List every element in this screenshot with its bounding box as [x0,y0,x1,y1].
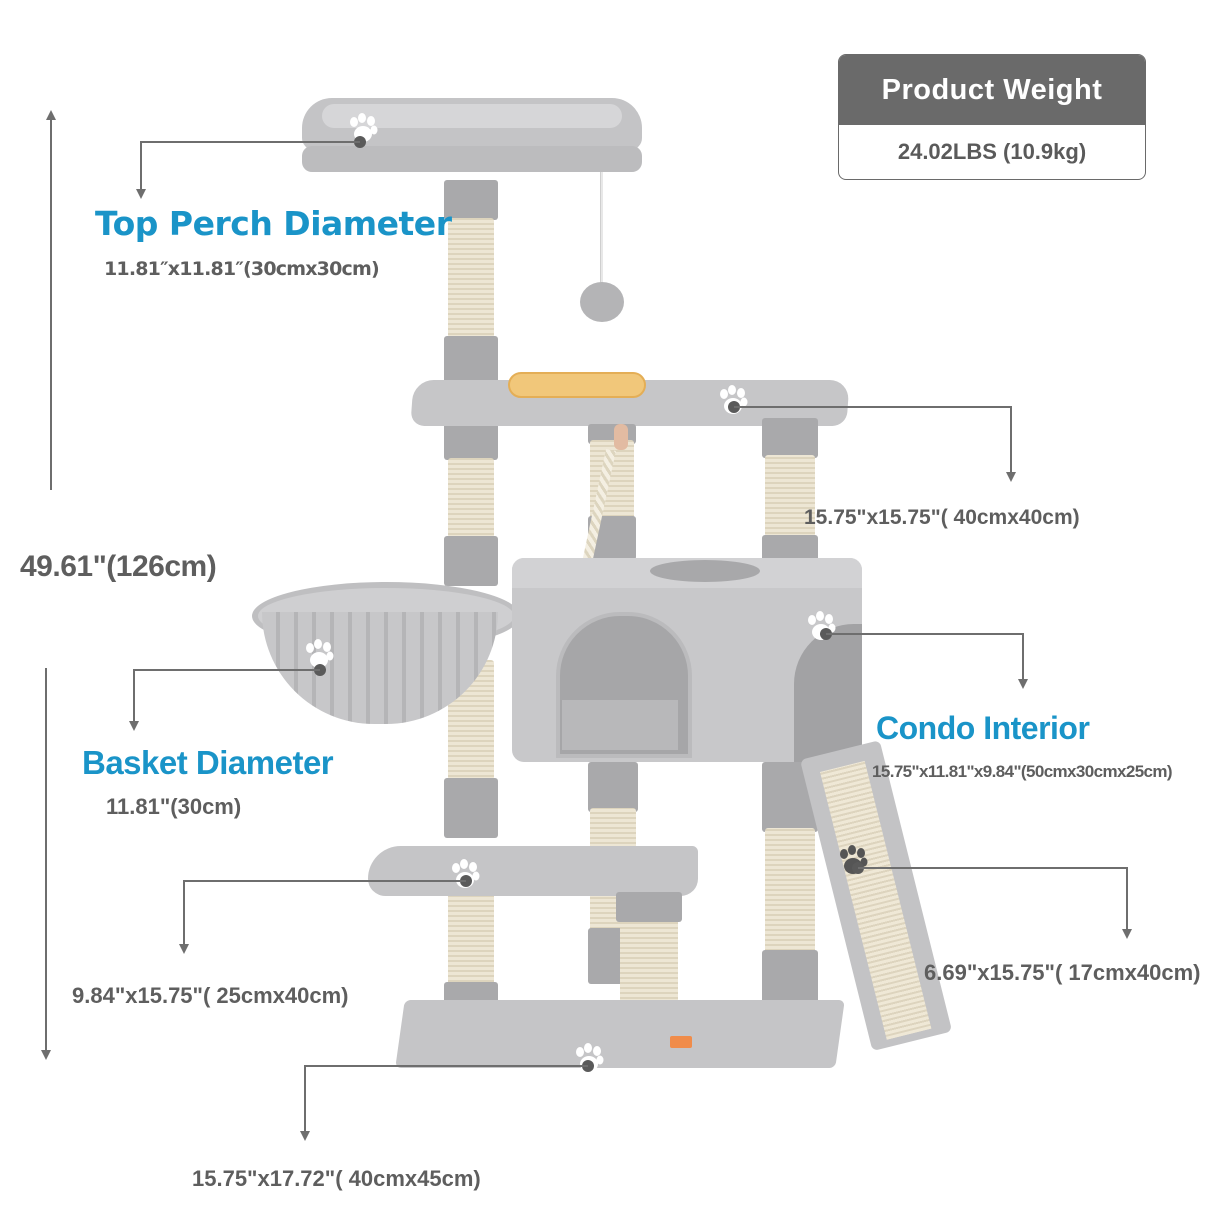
arrow-down-icon [1018,679,1028,689]
arrow-up-icon [46,110,56,120]
middle-platform-dimension: 15.75"x15.75"( 40cmx40cm) [804,506,1080,529]
paw-icon [306,639,334,668]
product-weight-label: Product Weight [839,55,1145,125]
arrow-down-icon [129,721,139,731]
top-perch-title: Top Perch Diameter [95,204,452,243]
basket-title: Basket Diameter [82,744,334,781]
condo-dimension: 15.75"x11.81"x9.84"(50cmx30cmx25cm) [872,762,1173,781]
arrow-down-icon [179,944,189,954]
top-perch-dimension: 11.81″x11.81″(30cmx30cm) [104,258,380,280]
step-platform-dimension: 9.84"x15.75"( 25cmx40cm) [72,983,349,1008]
paw-icon [808,611,836,640]
scratch-ramp-dimension: 6.69"x15.75"( 17cmx40cm) [924,960,1201,985]
paw-icon [840,845,868,874]
basket-dimension: 11.81"(30cm) [106,794,242,819]
arrow-down-icon [1006,472,1016,482]
arrow-down-icon [41,1050,51,1060]
arrow-down-icon [136,189,146,199]
condo-title: Condo Interior [876,710,1090,746]
product-weight-box: Product Weight 24.02LBS (10.9kg) [838,54,1146,180]
arrow-down-icon [1122,929,1132,939]
arrow-down-icon [300,1131,310,1141]
base-dimension: 15.75"x17.72"( 40cmx45cm) [192,1166,481,1191]
product-weight-value: 24.02LBS (10.9kg) [897,139,1087,164]
total-height-label: 49.61"(126cm) [20,550,217,583]
